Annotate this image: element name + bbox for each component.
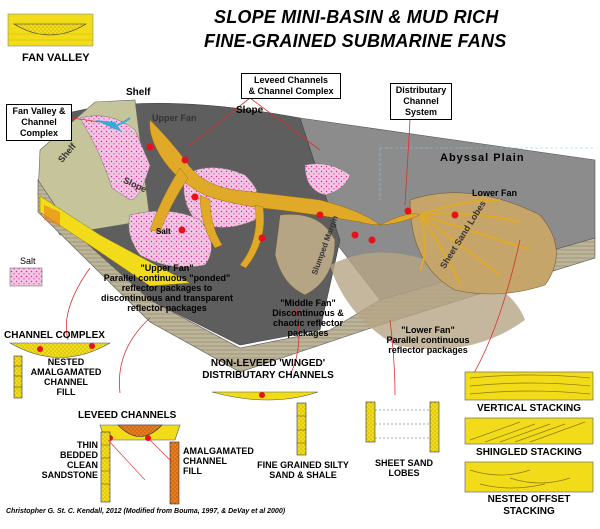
nl-caption-2: SAND & SHALE [269,470,337,480]
nested-label-1: NESTED OFFSET [487,494,571,505]
upper-fan-ann-5: reflector packages [127,303,207,313]
shelf-top-label: Shelf [126,87,151,98]
upper-fan-ann-1: "Upper Fan" [140,263,194,273]
lc-right-2: CHANNEL [183,456,227,466]
middle-fan-ann-2: Discontinuous & [272,308,344,318]
lc-right-3: FILL [183,466,202,476]
lc-right-1: AMALGAMATED [183,446,254,456]
leveed-channels-title: LEVEED CHANNELS [78,410,177,421]
block-diagram [37,99,596,373]
distributary-box: Distributary Channel System [390,83,452,120]
sheet-sand-caption: SHEET SAND LOBES [366,458,442,478]
stacking-panels [464,371,594,493]
lower-fan-label: Lower Fan [472,188,518,198]
fan-valley-box-line-1: Fan Valley & [12,106,66,116]
upper-fan-ann-4: discontinuous and transparent [100,293,233,303]
leader-lines [65,97,521,396]
upper-fan-ann-2: Parallel continuous "ponded" [103,273,231,283]
fan-valley-label: FAN VALLEY [22,52,90,64]
cc-caption-4: FILL [56,387,76,397]
cc-caption-3: CHANNEL [44,377,88,387]
nested-stacking-label: NESTED OFFSET STACKING [465,494,593,518]
distributary-box-line-1: Distributary [395,85,447,95]
lc-left-4: SANDSTONE [41,470,98,480]
salt-legend-label: Salt [20,256,36,266]
upper-fan-ann-3: reflector packages to [121,283,213,293]
ss-caption-1: SHEET SAND [374,458,433,468]
cc-caption-1: NESTED [47,357,85,367]
middle-fan-ann-3: chaotic reflector [272,318,344,328]
vertical-stacking-label: VERTICAL STACKING [476,403,582,414]
non-leveed-title: NON-LEVEED 'WINGED' DISTRIBUTARY CHANNEL… [198,358,338,382]
credit-line: Christopher G. St. C. Kendall, 2012 (Mod… [6,508,286,515]
non-leveed-section [211,391,319,456]
sheet-sand-section [365,401,440,453]
middle-fan-ann-1: "Middle Fan" [280,298,336,308]
channel-complex-title: CHANNEL COMPLEX [4,330,105,341]
lower-fan-ann-1: "Lower Fan" [401,325,455,335]
leveed-left-caption: THIN BEDDED CLEAN SANDSTONE [40,440,98,480]
lower-fan-annotation: "Lower Fan" Parallel continuous reflecto… [376,325,480,355]
upper-fan-label: Upper Fan [152,113,197,123]
lc-left-3: CLEAN [67,460,98,470]
upper-fan-annotation: "Upper Fan" Parallel continuous "ponded"… [92,263,242,313]
middle-fan-annotation: "Middle Fan" Discontinuous & chaotic ref… [268,298,348,338]
leveed-channels-section [99,424,181,505]
distributary-box-line-2: Channel [403,96,439,106]
non-leveed-caption: FINE GRAINED SILTY SAND & SHALE [248,460,358,480]
nl-caption-1: FINE GRAINED SILTY [257,460,349,470]
title-line-1: SLOPE MINI-BASIN & MUD RICH [214,7,499,27]
leveed-box-line-1: Leveed Channels [253,75,329,85]
distributary-channels [419,199,531,286]
lc-left-1: THIN [77,440,98,450]
channel-complex-section [8,342,112,399]
red-markers [146,143,459,244]
salt-legend-swatch [9,267,43,287]
fan-valley-box-line-2: Channel Complex [19,117,58,138]
lower-fan-ann-2: Parallel continuous [386,335,470,345]
fan-valley-section [7,13,94,47]
lc-left-2: BEDDED [59,450,98,460]
non-leveed-title-1: NON-LEVEED 'WINGED' [210,358,326,369]
abyssal-plain-label: Abyssal Plain [440,152,525,164]
leveed-right-caption: AMALGAMATED CHANNEL FILL [183,446,254,476]
cc-caption-2: AMALGAMATED [30,367,102,377]
distributary-box-line-3: System [404,107,438,117]
ss-caption-2: LOBES [388,468,420,478]
shingled-stacking-label: SHINGLED STACKING [476,447,582,458]
leveed-channels-box: Leveed Channels & Channel Complex [241,73,341,99]
lower-fan-ann-3: reflector packages [388,345,468,355]
channel-complex-caption: NESTED AMALGAMATED CHANNEL FILL [26,357,106,397]
nested-label-2: STACKING [503,506,555,517]
non-leveed-title-2: DISTRIBUTARY CHANNELS [202,370,334,381]
leveed-box-line-2: & Channel Complex [248,86,334,96]
title-line-2: FINE-GRAINED SUBMARINE FANS [204,31,507,51]
slope-top-label: Slope [236,105,264,116]
fan-valley-channel-complex-box: Fan Valley & Channel Complex [6,104,72,141]
salt-label-block: Salt [156,227,171,236]
middle-fan-ann-4: packages [287,328,329,338]
